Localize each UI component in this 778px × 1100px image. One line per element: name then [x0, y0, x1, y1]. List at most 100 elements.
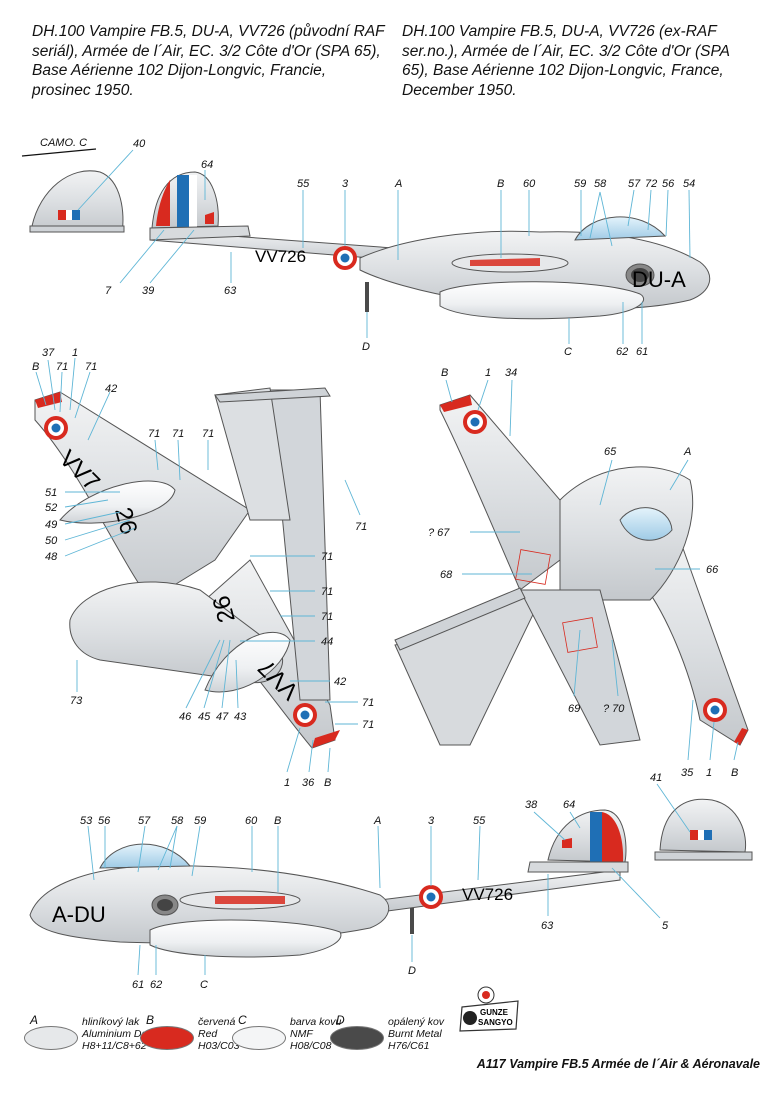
caption-line: seriál), Armée de l´Air, EC. 3/2 Côte d'… — [32, 42, 381, 60]
callout: 50 — [45, 535, 58, 547]
callout: 53 — [80, 815, 93, 827]
callout: 62 — [616, 346, 628, 358]
underside-view: VV7 26 26 VV7 — [32, 347, 374, 789]
right-profile: VV726 A-DU 53 56 57 58 59 60 — [29, 772, 753, 991]
caption-line: DH.100 Vampire FB.5, DU-A, VV726 (ex-RAF — [402, 23, 717, 40]
caption-line: December 1950. — [402, 81, 517, 99]
callout: 58 — [171, 815, 184, 827]
caption-english: DH.100 Vampire FB.5, DU-A, VV726 (ex-RAF… — [402, 22, 762, 100]
brand-bottom: SANGYO — [478, 1018, 513, 1027]
callout: 5 — [662, 920, 669, 932]
callout: 36 — [302, 777, 315, 789]
legend-cz: barva kovu — [290, 1016, 342, 1028]
callout: 1 — [485, 367, 491, 379]
legend-en: NMF — [290, 1028, 313, 1040]
sheet-footer-title: A117 Vampire FB.5 Armée de l´Air & Aéron… — [476, 1057, 760, 1071]
callout: 61 — [636, 346, 648, 358]
legend-letter: B — [146, 1013, 155, 1027]
callout: 42 — [334, 676, 346, 688]
callout: 7 — [105, 285, 112, 297]
callout: 57 — [628, 178, 641, 190]
swatch-aluminium — [24, 1026, 78, 1050]
legend-cz: opálený kov — [388, 1016, 445, 1028]
legend-code: H08/C08 — [290, 1040, 332, 1052]
legend-text: hliníkový lak Aluminium Dope H8+11/C8+62 — [82, 1016, 162, 1052]
callout: 69 — [568, 703, 580, 715]
swatch-red — [140, 1026, 194, 1050]
callout: A — [373, 815, 381, 827]
fuselage-serial: VV726 — [255, 247, 306, 266]
caption-czech: DH.100 Vampire FB.5, DU-A, VV726 (původn… — [32, 22, 392, 100]
callout: B — [324, 777, 331, 789]
callout: B — [441, 367, 448, 379]
callout: C — [200, 979, 208, 991]
callout: 40 — [133, 138, 146, 150]
callout: 71 — [172, 428, 184, 440]
callout: 64 — [201, 159, 213, 171]
legend-letter: D — [336, 1013, 345, 1027]
callout: 71 — [321, 611, 333, 623]
swatch-burnt-metal — [330, 1026, 384, 1050]
callout: ? 70 — [603, 703, 625, 715]
callout: 71 — [321, 551, 333, 563]
callout: 1 — [284, 777, 290, 789]
upper-view: B 1 34 65 A ? 67 68 66 69 ? 70 35 1 B — [394, 367, 749, 779]
caption-line: prosinec 1950. — [32, 81, 134, 99]
callout: 71 — [202, 428, 214, 440]
callout: 71 — [85, 361, 97, 373]
callout: A — [683, 446, 691, 458]
caption-line: Base Aérienne 102 Dijon-Longvic, Francie… — [32, 62, 327, 79]
legend-text: červená Red H03/C03 — [198, 1016, 278, 1052]
callout: 60 — [523, 178, 536, 190]
brand-top: GUNZE — [480, 1008, 509, 1017]
caption-line: DH.100 Vampire FB.5, DU-A, VV726 (původn… — [32, 23, 385, 40]
callout: 59 — [194, 815, 206, 827]
legend-text: barva kovu NMF H08/C08 — [290, 1016, 370, 1052]
callout: 47 — [216, 711, 229, 723]
callout: 68 — [440, 569, 453, 581]
legend-code: H8+11/C8+62 — [82, 1040, 147, 1052]
tail-front-view — [29, 170, 125, 233]
legend-code: H03/C03 — [198, 1040, 240, 1052]
callout: 49 — [45, 519, 57, 531]
callout: 42 — [105, 383, 117, 395]
fuselage-code-reversed: A-DU — [52, 902, 106, 927]
swatch-nmf — [232, 1026, 286, 1050]
callout: 71 — [148, 428, 160, 440]
legend-code: H76/C61 — [388, 1040, 430, 1052]
gunze-sangyo-logo: GUNZE SANGYO — [456, 985, 522, 1033]
callout: D — [408, 965, 416, 977]
callout: B — [32, 361, 39, 373]
brand-badge-icon: GUNZE SANGYO — [459, 986, 519, 1032]
callout: 44 — [321, 636, 333, 648]
callout: 48 — [45, 551, 58, 563]
callout: B — [497, 178, 504, 190]
callout: D — [362, 341, 370, 353]
legend-letter: A — [30, 1013, 39, 1027]
camo-text: CAMO. C — [40, 137, 87, 149]
callout: 51 — [45, 487, 57, 499]
callout: 60 — [245, 815, 258, 827]
legend-cz: červená — [198, 1016, 236, 1028]
legend-cz: hliníkový lak — [82, 1016, 140, 1028]
callout: 63 — [224, 285, 237, 297]
callout: 56 — [98, 815, 111, 827]
callout: 3 — [428, 815, 435, 827]
callout: 34 — [505, 367, 517, 379]
callout: 1 — [72, 347, 78, 359]
legend-en: Burnt Metal — [388, 1028, 442, 1040]
camo-label: CAMO. C — [21, 137, 97, 157]
left-profile: VV726 DU-A 40 64 55 3 — [29, 138, 711, 358]
callout: 72 — [645, 178, 657, 190]
callout: 71 — [56, 361, 68, 373]
legend-en: Red — [198, 1028, 218, 1040]
callout: 35 — [681, 767, 694, 779]
callout: 73 — [70, 695, 83, 707]
callout: 46 — [179, 711, 192, 723]
callout: A — [394, 178, 402, 190]
callout: 66 — [706, 564, 719, 576]
callout: 63 — [541, 920, 554, 932]
callout: 71 — [321, 586, 333, 598]
callout: B — [731, 767, 738, 779]
caption-line: 65), Base Aérienne 102 Dijon-Longvic, Fr… — [402, 62, 724, 79]
